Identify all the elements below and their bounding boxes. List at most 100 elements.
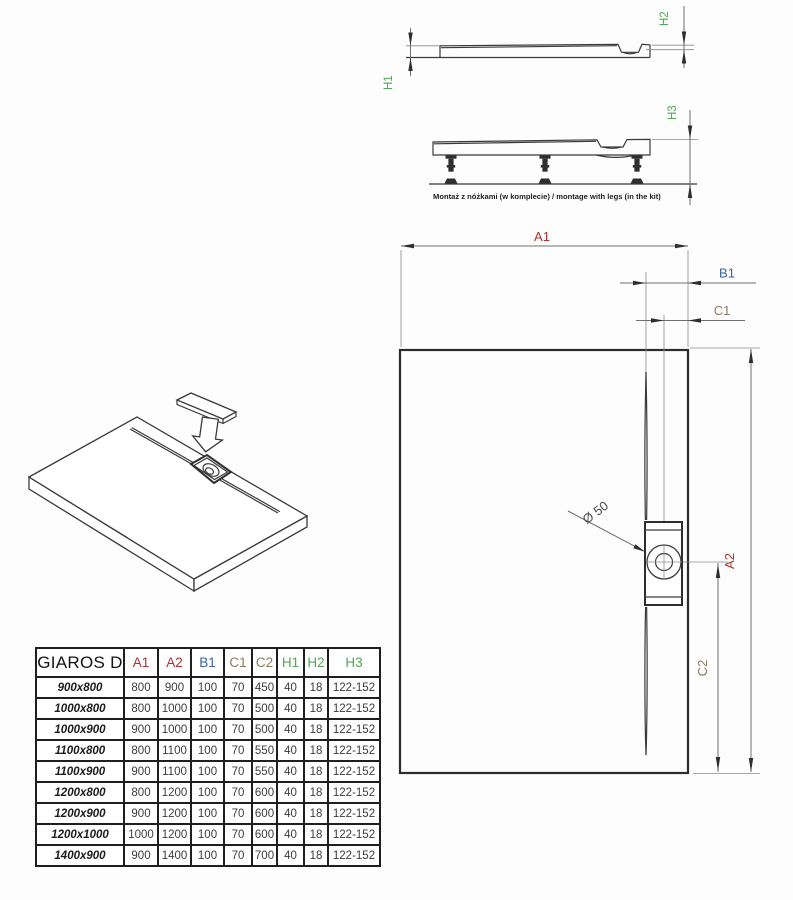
table-cell: 40 <box>276 676 305 699</box>
row-size-cell: 1200x1000 <box>35 823 125 846</box>
table-cell: 18 <box>303 676 329 699</box>
table-title-cell: GIAROS D <box>35 647 125 678</box>
table-cell: 40 <box>276 802 305 825</box>
table-cell: 122-152 <box>327 823 381 846</box>
dim-label-c1: C1 <box>714 303 731 318</box>
table-cell: 122-152 <box>327 844 381 867</box>
dim-label-h3: H3 <box>667 105 679 120</box>
table-cell: 1100 <box>157 760 192 783</box>
table-cell: 900 <box>157 676 192 699</box>
table-cell: 900 <box>123 802 159 825</box>
table-cell: 600 <box>251 823 278 846</box>
drain-fitting <box>644 521 683 606</box>
table-cell: 70 <box>223 718 253 741</box>
table-cell: 40 <box>276 739 305 762</box>
table-cell: 18 <box>303 823 329 846</box>
table-cell: 500 <box>251 697 278 720</box>
table-cell: 550 <box>251 760 278 783</box>
row-size-cell: 1100x900 <box>35 760 125 783</box>
tray-side-profile <box>406 43 651 59</box>
extension-lines <box>400 250 760 774</box>
dimension-a2: A2 <box>722 349 754 772</box>
table-cell: 40 <box>276 844 305 867</box>
table-cell: 40 <box>276 697 305 720</box>
dimension-c1: C1 <box>636 303 745 323</box>
table-cell: 18 <box>303 739 329 762</box>
isometric-view <box>27 392 309 593</box>
table-cell: 900 <box>123 844 159 867</box>
drain-assembly-3d <box>189 453 233 485</box>
column-header-b1: B1 <box>190 647 225 678</box>
table-cell: 1000 <box>157 697 192 720</box>
table-cell: 122-152 <box>327 760 381 783</box>
table-cell: 1100 <box>157 739 192 762</box>
dim-label-h1: H1 <box>383 75 395 90</box>
table-cell: 40 <box>276 718 305 741</box>
drain-cover-3d <box>175 392 238 425</box>
table-cell: 800 <box>123 781 159 804</box>
table-cell: 550 <box>251 739 278 762</box>
table-cell: 70 <box>223 844 253 867</box>
table-cell: 700 <box>251 844 278 867</box>
column-header-c1: C1 <box>223 647 253 678</box>
table-cell: 800 <box>123 739 159 762</box>
leg <box>630 155 644 184</box>
dimension-h3: H3 <box>652 105 698 205</box>
table-cell: 100 <box>190 760 225 783</box>
dim-label-a1: A1 <box>534 229 550 244</box>
column-header-h2: H2 <box>303 647 329 678</box>
dim-label-c2: C2 <box>695 660 710 677</box>
table-cell: 1400 <box>157 844 192 867</box>
drain-diameter-callout: Ø 50 <box>567 498 645 552</box>
table-cell: 900 <box>123 718 159 741</box>
table-cell: 122-152 <box>327 739 381 762</box>
table-cell: 122-152 <box>327 676 381 699</box>
legs-caption: Montaż z nóżkami (w komplecie) / montage… <box>433 192 661 201</box>
table-cell: 70 <box>223 676 253 699</box>
table-cell: 70 <box>223 781 253 804</box>
table-cell: 600 <box>251 781 278 804</box>
table-cell: 70 <box>223 697 253 720</box>
row-size-cell: 900x800 <box>35 676 125 699</box>
column-header-h1: H1 <box>276 647 305 678</box>
table-cell: 600 <box>251 802 278 825</box>
dimension-h1: H1 <box>383 28 413 90</box>
row-size-cell: 1000x800 <box>35 697 125 720</box>
tray-body-3d <box>27 416 309 593</box>
dimension-a1: A1 <box>401 229 688 249</box>
table-cell: 122-152 <box>327 781 381 804</box>
dimension-b1: B1 <box>620 266 756 286</box>
table-cell: 70 <box>223 823 253 846</box>
table-cell: 1200 <box>157 802 192 825</box>
row-size-cell: 1200x900 <box>35 802 125 825</box>
top-view: A1 B1 C1 A2 C2 <box>398 229 760 775</box>
dim-label-a2: A2 <box>722 553 737 569</box>
dimension-c2: C2 <box>695 563 721 772</box>
table-cell: 100 <box>190 844 225 867</box>
leg <box>538 155 552 184</box>
row-size-cell: 1000x900 <box>35 718 125 741</box>
dim-label-b1: B1 <box>719 266 735 281</box>
table-cell: 1000 <box>157 718 192 741</box>
table-cell: 1200 <box>157 781 192 804</box>
leg <box>444 155 458 184</box>
row-size-cell: 1100x800 <box>35 739 125 762</box>
table-cell: 100 <box>190 676 225 699</box>
column-header-h3: H3 <box>327 647 381 678</box>
tray-outline <box>398 348 690 775</box>
table-cell: 70 <box>223 760 253 783</box>
table-cell: 122-152 <box>327 697 381 720</box>
table-cell: 1200 <box>157 823 192 846</box>
table-cell: 70 <box>223 802 253 825</box>
table-cell: 100 <box>190 718 225 741</box>
column-header-a2: A2 <box>157 647 192 678</box>
table-cell: 900 <box>123 760 159 783</box>
